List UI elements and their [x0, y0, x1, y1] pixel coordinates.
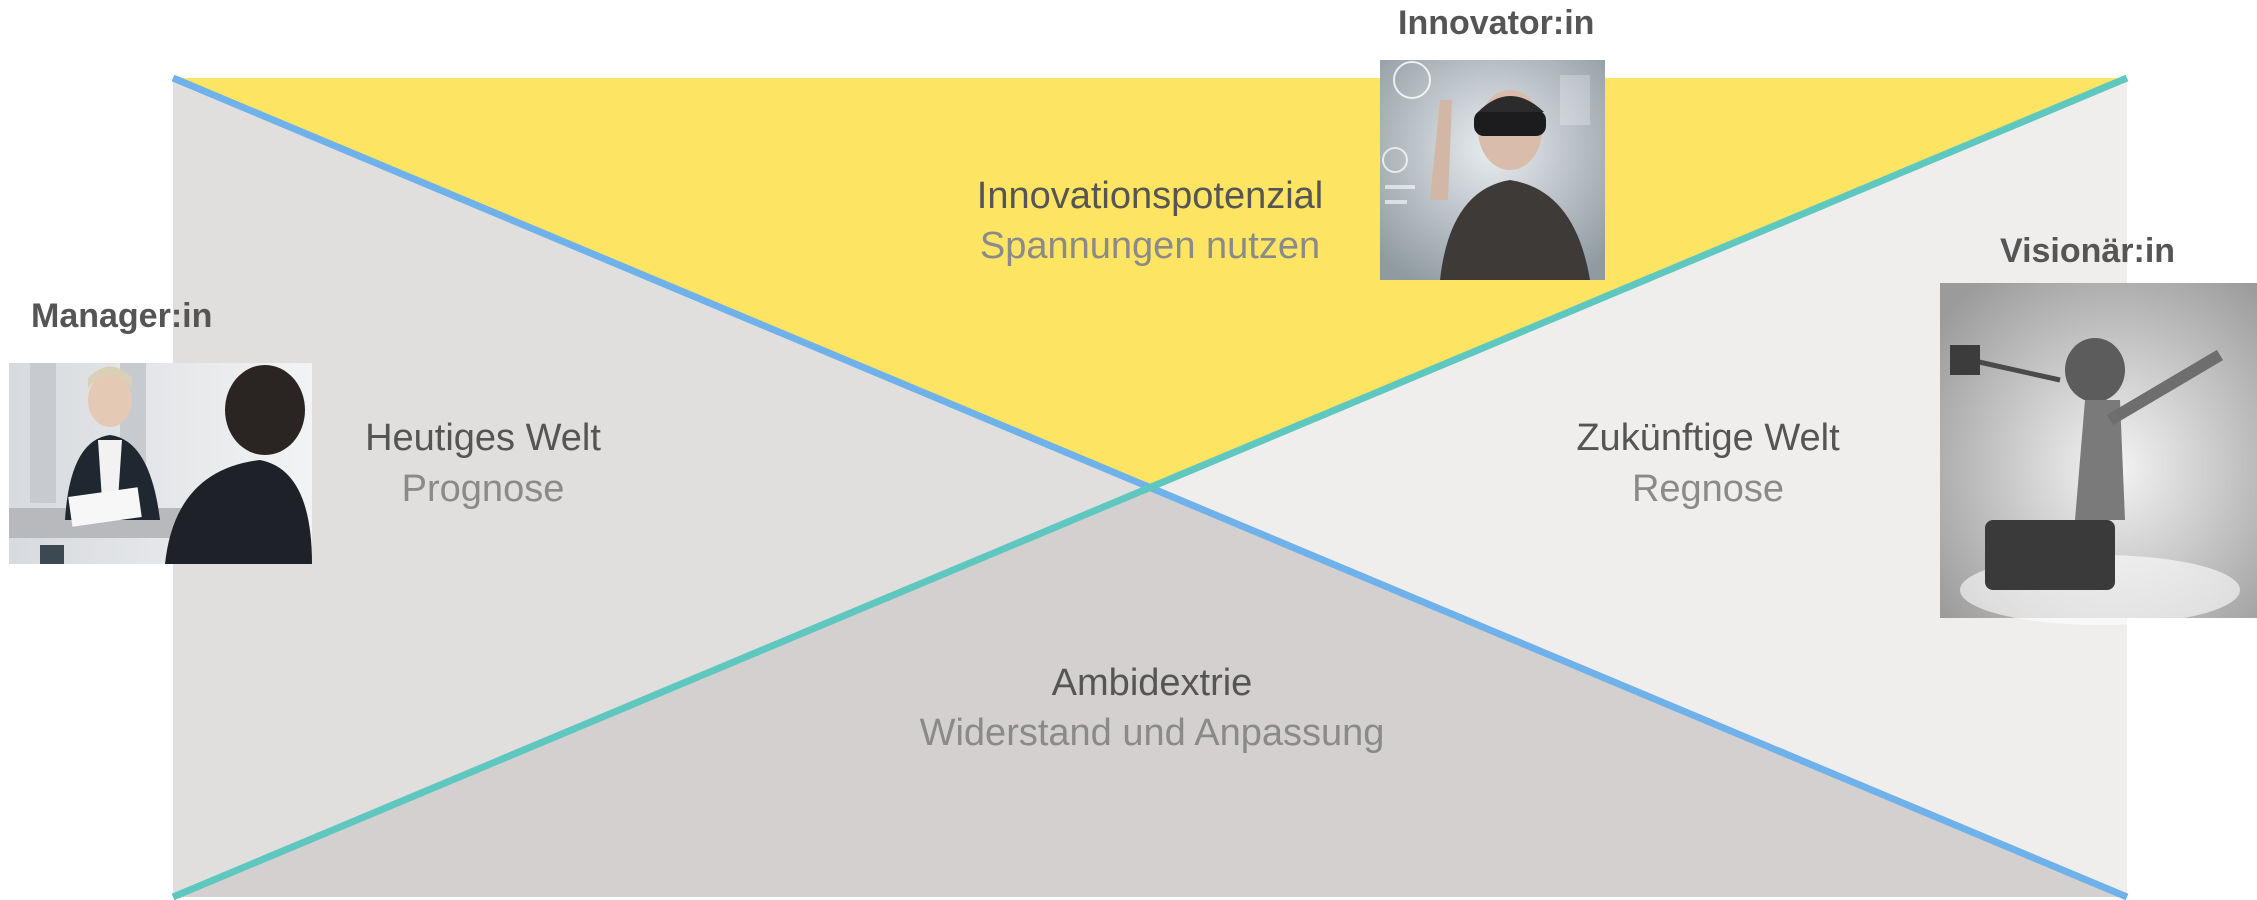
top-quadrant-title: Innovationspotenzial: [976, 175, 1324, 217]
right-quadrant-subtitle: Regnose: [1631, 468, 1785, 510]
diagonal-teal-line: [171, 74, 2129, 900]
left-quadrant-subtitle: Prognose: [401, 468, 565, 510]
bottom-quadrant-subtitle: Widerstand und Anpassung: [919, 712, 1385, 754]
right-quadrant-title: Zukünftige Welt: [1576, 417, 1840, 459]
right-region: [1150, 78, 2127, 897]
manager-role-label: Manager:in: [31, 297, 213, 335]
left-quadrant-title: Heutiges Welt: [365, 417, 601, 459]
innovator-role-label: Innovator:in: [1398, 4, 1595, 42]
manager-photo: [9, 363, 312, 564]
top-quadrant-subtitle: Spannungen nutzen: [979, 225, 1321, 267]
innovator-photo: [1380, 60, 1605, 280]
bottom-region: [173, 488, 2127, 897]
bottom-quadrant-title: Ambidextrie: [1051, 662, 1253, 704]
top-region: [173, 78, 2127, 488]
visionary-photo: [1940, 283, 2257, 625]
visionary-role-label: Visionär:in: [2000, 232, 2176, 270]
left-region: [173, 78, 1150, 897]
